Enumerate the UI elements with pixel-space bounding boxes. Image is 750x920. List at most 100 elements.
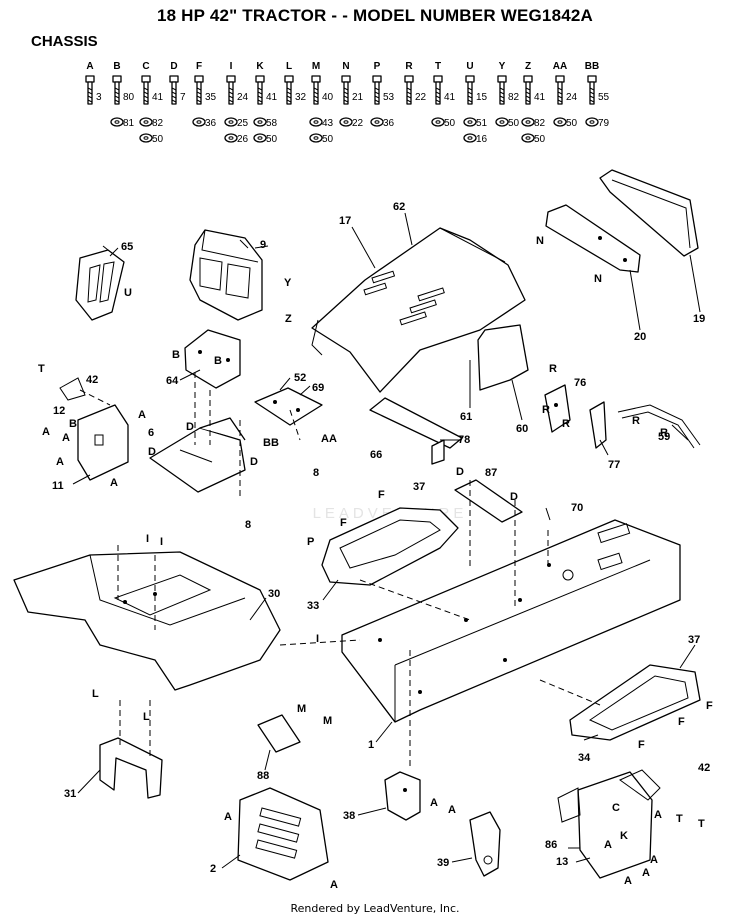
hardware-item-d[interactable]: D7	[169, 61, 186, 105]
callout-C: C	[612, 802, 620, 814]
callout-33: 33	[307, 600, 319, 612]
callout-D3: D	[250, 456, 258, 468]
part-39-bracket[interactable]	[469, 811, 501, 877]
part-87-plate[interactable]	[454, 479, 523, 523]
callout-78: 78	[458, 434, 470, 446]
washer-icon	[309, 133, 323, 143]
callout-F5: F	[638, 739, 645, 751]
washer-icon	[585, 117, 599, 127]
part-30-rear-fender[interactable]	[13, 551, 281, 691]
part-33-fender-pan[interactable]	[321, 507, 459, 586]
bolt-head-icon	[255, 75, 265, 83]
hardware-letter: T	[435, 61, 441, 72]
part-69-plate[interactable]	[254, 387, 323, 426]
part-34-seat-pan[interactable]	[569, 664, 701, 741]
washer-icon	[224, 117, 238, 127]
callout-60: 60	[516, 423, 528, 435]
callout-12: 12	[53, 405, 65, 417]
callout-B1: B	[172, 349, 180, 361]
callout-BB: BB	[263, 437, 279, 449]
page-title: 18 HP 42" TRACTOR - - MODEL NUMBER WEG18…	[156, 6, 594, 25]
hardware-letter: R	[405, 61, 413, 72]
hardware-ref-number: 55	[598, 92, 610, 103]
part-59-hoop[interactable]	[617, 404, 701, 449]
part-9-dash-panel[interactable]	[189, 229, 269, 321]
bolt-head-icon	[404, 75, 414, 83]
washer-icon	[110, 117, 124, 127]
hardware-item-l[interactable]: L32	[284, 61, 307, 105]
part-78-support[interactable]	[369, 397, 463, 465]
part-64-dash-bracket[interactable]	[184, 329, 241, 389]
bolt-head-icon	[226, 75, 236, 83]
washer-icon	[553, 117, 567, 127]
hardware-ref-number: 82	[152, 118, 164, 129]
callout-T1: T	[38, 363, 45, 375]
hardware-item-a[interactable]: A3	[85, 61, 102, 105]
part-88-plate[interactable]	[257, 714, 301, 753]
part-62-hood[interactable]	[311, 227, 529, 393]
callout-52: 52	[294, 372, 306, 384]
callout-61: 61	[460, 411, 472, 423]
hardware-ref-number: 80	[123, 92, 135, 103]
part-6-floor-plate[interactable]	[149, 417, 246, 493]
washer-icon	[370, 117, 384, 127]
part-31-bracket[interactable]	[99, 737, 163, 799]
part-13-side-plate[interactable]	[557, 769, 661, 879]
callout-I1: I	[146, 533, 149, 545]
hardware-ref-number: 41	[534, 92, 546, 103]
part-65-bracket[interactable]	[75, 245, 125, 321]
washer-icon	[253, 133, 267, 143]
callout-A7: A	[330, 879, 338, 891]
hardware-ref-number: 41	[266, 92, 278, 103]
callout-87: 87	[485, 467, 497, 479]
washer-icon	[431, 117, 445, 127]
hardware-letter: C	[142, 61, 149, 72]
part-20-grille-bracket[interactable]	[545, 204, 641, 273]
hardware-ref-number: 51	[476, 118, 488, 129]
part-76-bracket[interactable]	[544, 384, 571, 433]
part-19-bumper[interactable]	[599, 169, 699, 257]
washer-icon	[192, 117, 206, 127]
hardware-item-r[interactable]: R22	[404, 61, 427, 105]
callout-D2: D	[186, 421, 194, 433]
hardware-letter: M	[312, 61, 320, 72]
part-38-bracket[interactable]	[384, 771, 421, 821]
hardware-letter: D	[170, 61, 177, 72]
part-2-side-panel[interactable]	[237, 787, 329, 881]
washer-icon	[139, 133, 153, 143]
callout-Z: Z	[285, 313, 292, 325]
callout-62: 62	[393, 201, 405, 213]
hardware-ref-number: 32	[295, 92, 307, 103]
callout-1: 1	[368, 739, 374, 751]
callout-A10: A	[654, 809, 662, 821]
part-77-bracket[interactable]	[589, 401, 607, 449]
callout-D1: D	[148, 446, 156, 458]
bolt-head-icon	[433, 75, 443, 83]
callout-17: 17	[339, 215, 351, 227]
hardware-ref-number: 50	[534, 134, 546, 145]
washer-icon	[139, 117, 153, 127]
hardware-ref-number: 36	[383, 118, 395, 129]
callout-8a: 8	[313, 467, 319, 479]
hardware-letter: A	[86, 61, 93, 72]
hardware-letter: U	[466, 61, 473, 72]
callout-D5: D	[510, 491, 518, 503]
part-11-side-plate[interactable]	[59, 377, 129, 481]
hardware-ref-number: 35	[205, 92, 217, 103]
hardware-letter: K	[256, 61, 264, 72]
callout-59: 59	[658, 431, 670, 443]
